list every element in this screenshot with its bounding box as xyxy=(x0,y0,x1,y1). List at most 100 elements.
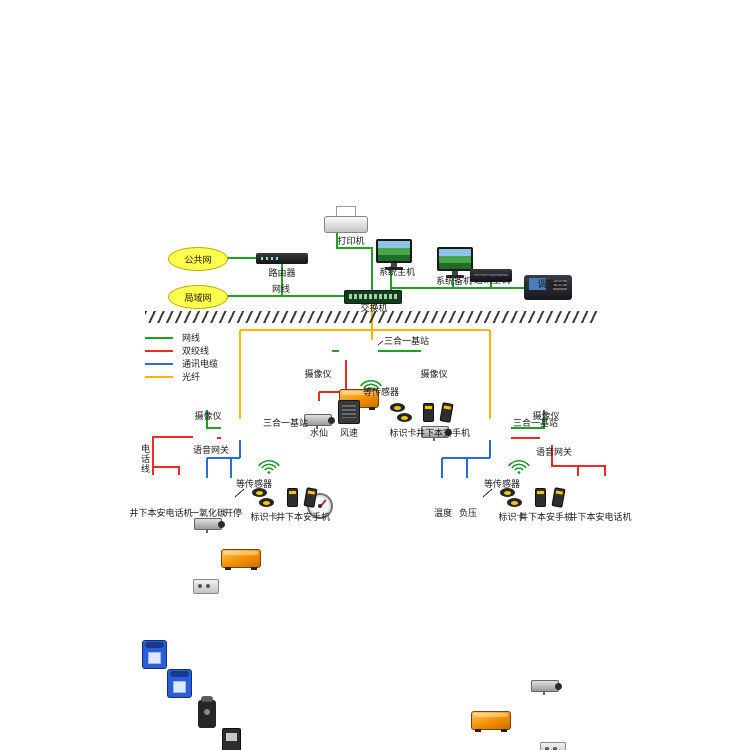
base-station-left-label: 三合一基站 xyxy=(263,419,309,429)
legend-item-comm: 通讯电缆 xyxy=(145,357,219,370)
id-card-group xyxy=(500,488,522,507)
handset-device xyxy=(551,487,566,508)
system-backup-monitor xyxy=(437,247,473,278)
legend-label-fiber: 光纤 xyxy=(182,373,201,383)
id-card-device xyxy=(252,488,267,497)
handset-device xyxy=(423,403,434,422)
phone-keypad xyxy=(173,681,186,693)
id-card-window xyxy=(504,490,511,495)
camera-right-label: 摄像仪 xyxy=(420,370,448,380)
gauge-pin xyxy=(318,504,322,508)
handset-group xyxy=(535,487,566,508)
phone-handset xyxy=(170,671,189,677)
router-device xyxy=(256,253,308,264)
id-card-label: 标识卡 xyxy=(498,513,526,523)
handset-device xyxy=(303,487,318,508)
camera-device xyxy=(194,518,225,533)
id-card-device xyxy=(500,488,515,497)
base-station-foot xyxy=(369,407,375,410)
camera-device xyxy=(531,680,562,695)
system-backup-label: 系统备机 xyxy=(435,277,473,287)
phone-handset xyxy=(145,642,164,648)
phone-keypad xyxy=(148,652,161,664)
pressure-sensor-label: 负压 xyxy=(458,509,478,519)
comm-host-label: 通讯主机 xyxy=(473,276,511,286)
id-card-device xyxy=(507,498,522,507)
id-card-group xyxy=(390,403,412,422)
router-lights xyxy=(261,257,279,260)
monitor-stand xyxy=(391,263,397,267)
handset-group xyxy=(287,487,318,508)
handset-band xyxy=(555,490,564,495)
handset-device xyxy=(287,488,298,507)
gateway-dot xyxy=(553,747,557,750)
onoff-sensor-panel xyxy=(226,733,237,741)
gateway-dot xyxy=(198,584,202,588)
dispatch-screen xyxy=(529,278,546,290)
camera-lens-icon xyxy=(328,417,335,424)
mine-phone-label: 井下本安电话机 xyxy=(129,509,193,519)
system-host-label: 系统主机 xyxy=(378,268,416,278)
comm-host-slit xyxy=(474,274,508,276)
base-station-top xyxy=(342,391,376,395)
co-sensor-dot xyxy=(204,709,210,715)
id-card-label: 标识卡 xyxy=(389,429,417,439)
voice-gateway-label: 语音网关 xyxy=(192,446,230,456)
base-station-center-label: 三合一基站 xyxy=(384,337,430,347)
voice-gateway-device xyxy=(540,742,566,750)
wifi-icon xyxy=(257,460,281,475)
base-station-foot xyxy=(225,567,231,570)
legend-swatch-twisted xyxy=(145,349,173,352)
ground-surface-hatch xyxy=(145,311,598,323)
gateway-dot xyxy=(545,747,549,750)
legend-swatch-net xyxy=(145,336,173,339)
voice-gateway-label: 语音网关 xyxy=(535,448,573,458)
legend-swatch-comm xyxy=(145,362,173,365)
camera-mount xyxy=(543,691,545,695)
base-station-foot xyxy=(501,729,507,732)
id-card-label: 标识卡 xyxy=(250,513,278,523)
voice-gateway-device xyxy=(193,579,219,594)
public-network-label: 公共网 xyxy=(184,255,212,266)
id-card-window xyxy=(256,490,263,495)
camera-left-label: 摄像仪 xyxy=(304,370,332,380)
base-station-foot xyxy=(475,729,481,732)
camera-mount xyxy=(316,425,318,429)
base-station-right xyxy=(471,711,511,732)
legend-item-twisted: 双绞线 xyxy=(145,344,210,357)
sensors-etc-label: 等传感器 xyxy=(362,388,400,398)
monitor-stand xyxy=(452,271,458,275)
base-station-right-label: 三合一基站 xyxy=(513,419,559,429)
printer-device xyxy=(324,206,368,233)
lan-label: 局域网 xyxy=(184,293,212,304)
mine-phone-device xyxy=(167,669,192,698)
switch-device xyxy=(344,290,402,304)
lan-cloud: 局域网 xyxy=(168,285,228,309)
legend-label-net: 网线 xyxy=(182,334,201,344)
legend-label-comm: 通讯电缆 xyxy=(182,360,219,370)
wind-sensor-label: 风速 xyxy=(339,429,359,439)
co-sensor-label: 一氧化碳 xyxy=(189,509,227,519)
legend-label-twisted: 双绞线 xyxy=(182,347,210,357)
wind-sensor-grille xyxy=(342,405,356,418)
camera-lens-icon xyxy=(445,429,452,436)
switch-ports xyxy=(349,294,397,299)
co-sensor-device xyxy=(198,696,216,728)
handset-group xyxy=(423,402,454,423)
comm-host-device xyxy=(470,269,512,282)
id-card-device xyxy=(390,403,405,412)
camera-device xyxy=(304,414,335,429)
legend-item-net: 网线 xyxy=(145,331,201,344)
handset-label: 井下本安手机 xyxy=(275,513,331,523)
base-station-left xyxy=(221,549,261,570)
dispatch-keypad xyxy=(553,280,567,290)
id-card-window xyxy=(263,500,270,505)
sensors-etc-label: 等传感器 xyxy=(235,480,273,490)
water-sensor-label: 水仙 xyxy=(309,429,329,439)
dispatch-console-device xyxy=(524,275,572,300)
handset-device xyxy=(535,488,546,507)
router-label: 路由器 xyxy=(268,269,296,279)
onoff-sensor-label: 开停 xyxy=(223,509,243,519)
legend-swatch-fiber xyxy=(145,375,173,378)
